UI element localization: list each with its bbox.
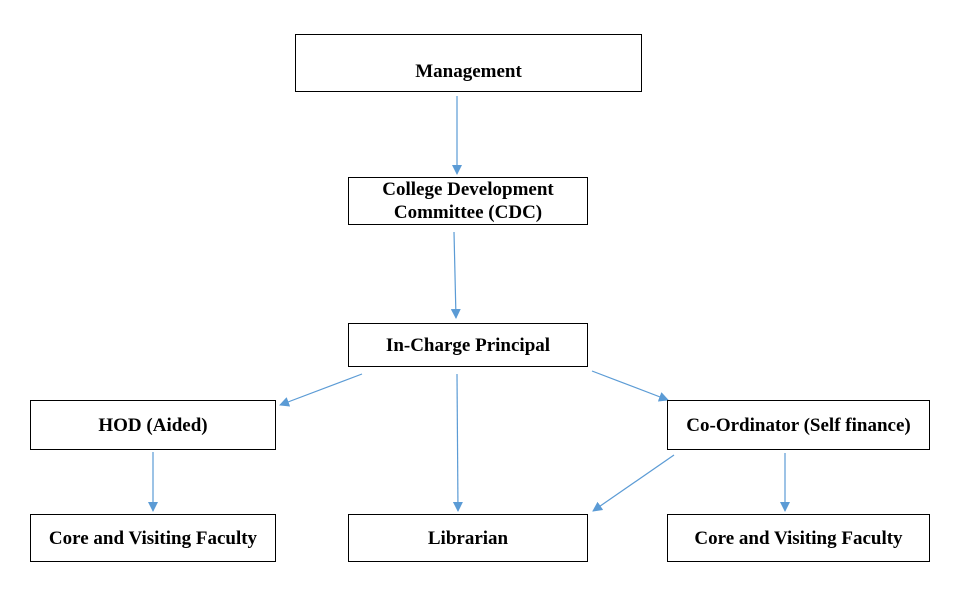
node-librarian: Librarian [348, 514, 588, 562]
node-core-visiting-faculty-self-finance: Core and Visiting Faculty [667, 514, 930, 562]
node-co-ordinator: Co-Ordinator (Self finance) [667, 400, 930, 450]
arrow-principal-to-coordinator [591, 370, 669, 402]
arrow-principal-to-librarian [452, 373, 463, 512]
arrow-principal-to-hod [279, 373, 363, 407]
node-college-development-committee: College Development Committee (CDC) [348, 177, 588, 225]
node-in-charge-principal: In-Charge Principal [348, 323, 588, 367]
node-core-visiting-faculty-aided: Core and Visiting Faculty [30, 514, 276, 562]
node-hod-aided: HOD (Aided) [30, 400, 276, 450]
node-management: Management [295, 34, 642, 92]
arrow-cdc-to-principal [450, 231, 461, 319]
arrow-coordinator-to-librarian [592, 454, 675, 512]
